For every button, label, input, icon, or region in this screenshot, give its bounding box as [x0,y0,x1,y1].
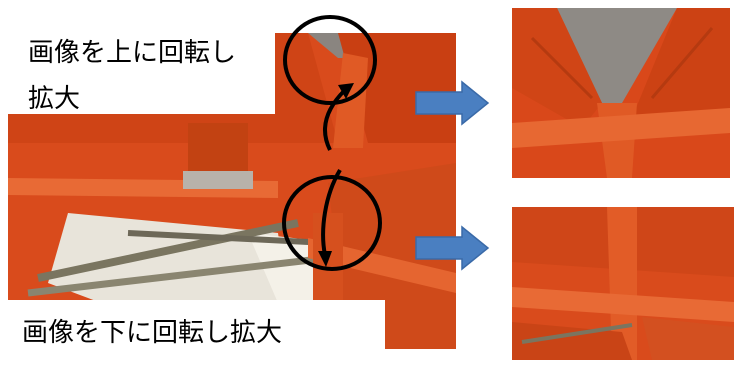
circle-marker-icon [282,175,382,271]
rotate-down-label-text: 画像を下に回転し拡大 [22,318,283,348]
rotate-down-label: 画像を下に回転し拡大 [0,300,385,365]
curved-arrow-icon [321,168,342,256]
zoomed-view-up [512,8,730,178]
curved-arrow-icon [323,88,347,151]
rotate-up-label-line1: 画像を上に回転し [28,38,237,68]
right-arrow-icon [415,225,490,271]
right-arrow-icon [415,80,490,126]
circle-marker-icon [283,15,377,105]
rotate-up-label-line2: 拡大 [28,84,81,114]
zoomed-view-down [512,207,734,360]
rotate-up-label: 画像を上に回転し 拡大 [0,0,275,114]
rotation-markers [282,15,382,271]
